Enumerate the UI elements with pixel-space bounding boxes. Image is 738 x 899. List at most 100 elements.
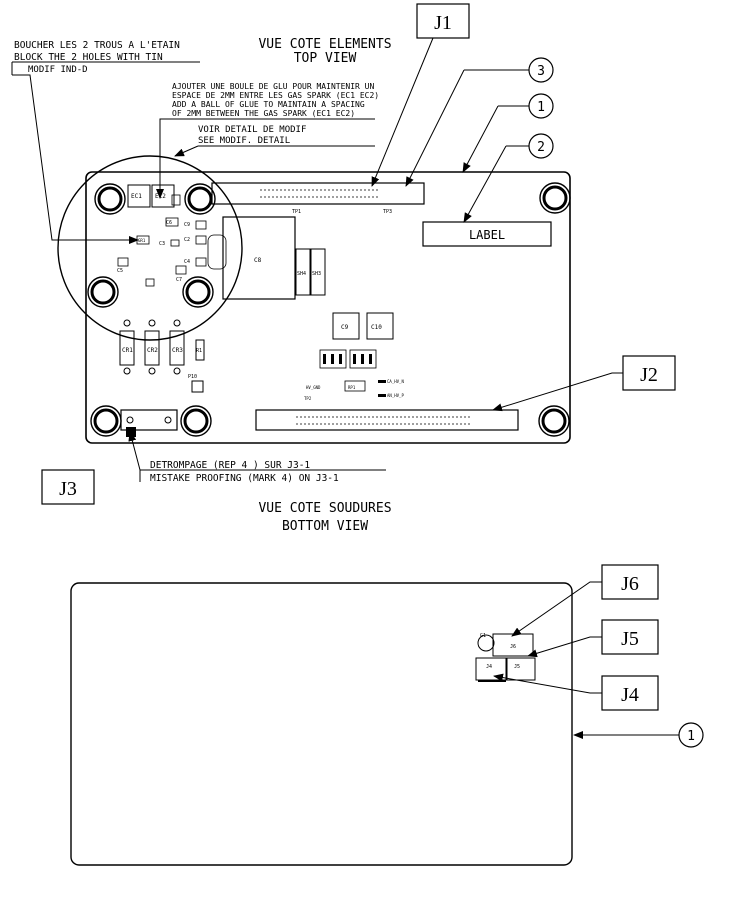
svg-text:1: 1 bbox=[687, 729, 695, 744]
board-label-box bbox=[422, 221, 552, 247]
connector-j1 bbox=[211, 182, 425, 205]
note-holes-en: BLOCK THE 2 HOLES WITH TIN bbox=[14, 52, 163, 63]
note-glue-fr-1: AJOUTER UNE BOULE DE GLU POUR MAINTENIR … bbox=[172, 82, 374, 91]
j5-small-label: J5 bbox=[514, 664, 520, 670]
bottom-view-title-en: BOTTOM VIEW bbox=[282, 519, 368, 534]
callout-j1-leader bbox=[371, 37, 434, 187]
note-mistake-leader bbox=[128, 431, 141, 482]
c2-label: C2 bbox=[184, 237, 190, 243]
callout-j4: J4 bbox=[621, 684, 639, 706]
c10-label: C10 bbox=[371, 324, 382, 331]
c6-label: C6 bbox=[166, 220, 172, 226]
connector-j2 bbox=[255, 409, 519, 431]
balloon-1-top: 1 bbox=[462, 93, 554, 173]
balloon-3: 3 bbox=[405, 57, 554, 187]
small-components bbox=[117, 217, 227, 287]
board-label-text: LABEL bbox=[469, 228, 505, 242]
mounting-hole bbox=[180, 405, 212, 437]
ec2-label: EC2 bbox=[155, 193, 166, 200]
an-hv-p-label: AN_HV_P bbox=[387, 393, 404, 398]
mounting-hole bbox=[539, 182, 571, 214]
callout-j1: J1 bbox=[434, 12, 452, 34]
callout-j3: J3 bbox=[59, 478, 77, 500]
detail-circle bbox=[57, 155, 243, 341]
note-holes-leader bbox=[12, 74, 139, 244]
svg-text:1: 1 bbox=[537, 100, 545, 115]
note-detail-en: SEE MODIF. DETAIL bbox=[198, 136, 290, 146]
c5-label: C5 bbox=[117, 268, 123, 274]
tp2-label: TP2 bbox=[304, 396, 312, 401]
svg-text:3: 3 bbox=[537, 64, 545, 79]
g1-label: G1 bbox=[480, 633, 486, 639]
connector-j3-body bbox=[120, 409, 178, 437]
top-board-outline bbox=[85, 171, 571, 444]
bottom-board-outline bbox=[70, 582, 573, 866]
gr1-label: GR1 bbox=[138, 238, 146, 243]
callout-j3-box bbox=[41, 469, 95, 505]
callout-j1-box bbox=[416, 3, 470, 39]
ca-hv-n-label: CA_HV_N bbox=[387, 379, 404, 384]
note-modif: MODIF IND-D bbox=[28, 65, 88, 75]
svg-text:2: 2 bbox=[537, 140, 545, 155]
callout-j6-leader bbox=[511, 581, 602, 637]
callout-j4-box bbox=[601, 675, 659, 711]
callout-j2: J2 bbox=[640, 364, 658, 386]
callout-j5-box bbox=[601, 619, 659, 655]
ec1-label: EC1 bbox=[131, 193, 142, 200]
callout-j6: J6 bbox=[621, 573, 639, 595]
note-detail-fr: VOIR DETAIL DE MODIF bbox=[198, 125, 306, 135]
hv-gnd-label: HV_GND bbox=[306, 385, 321, 390]
g1-ring bbox=[477, 634, 495, 652]
sh4-label: SH4 bbox=[297, 271, 306, 277]
sh3-label: SH3 bbox=[312, 271, 321, 277]
note-mistake-en: MISTAKE PROOFING (MARK 4) ON J3-1 bbox=[150, 473, 339, 484]
c9-label: C9 bbox=[184, 222, 190, 228]
callout-j2-box bbox=[622, 355, 676, 391]
mounting-holes-top bbox=[87, 182, 571, 437]
mounting-hole bbox=[184, 183, 216, 215]
note-detail-leader bbox=[174, 145, 199, 157]
bottom-view-title-fr: VUE COTE SOUDURES bbox=[258, 501, 391, 516]
note-block-holes: BOUCHER LES 2 TROUS A L'ETAIN BLOCK THE … bbox=[11, 40, 200, 244]
callout-j4-leader bbox=[493, 673, 602, 694]
r1-label: R1 bbox=[196, 348, 202, 354]
cr1-label: CR1 bbox=[122, 347, 133, 354]
tp3-label: TP3 bbox=[383, 209, 392, 215]
note-glue-en-2: OF 2MM BETWEEN THE GAS SPARK (EC1 EC2) bbox=[172, 109, 355, 118]
note-mistake-fr: DETROMPAGE (REP 4 ) SUR J3-1 bbox=[150, 460, 310, 471]
callout-j2-leader bbox=[492, 372, 623, 412]
c8-label: C8 bbox=[254, 257, 262, 264]
c3-label: C3 bbox=[159, 241, 165, 247]
mounting-hole bbox=[538, 405, 570, 437]
balloon-2: 2 bbox=[463, 133, 554, 223]
note-glue-en-1: ADD A BALL OF GLUE TO MAINTAIN A SPACING bbox=[172, 100, 365, 109]
jumper-array bbox=[319, 349, 377, 369]
c4-label: C4 bbox=[184, 259, 190, 265]
note-holes-fr: BOUCHER LES 2 TROUS A L'ETAIN bbox=[14, 40, 180, 51]
rp1-label: RP1 bbox=[348, 385, 356, 390]
top-view-title-fr: VUE COTE ELEMENTS bbox=[258, 37, 391, 52]
callout-j5: J5 bbox=[621, 628, 639, 650]
c9-big-label: C9 bbox=[341, 324, 349, 331]
p10-label: P10 bbox=[188, 374, 197, 380]
cr2-label: CR2 bbox=[147, 347, 158, 354]
mounting-hole bbox=[87, 276, 119, 308]
note-glue-leader bbox=[156, 118, 165, 199]
note-glue-fr-2: ESPACE DE 2MM ENTRE LES GAS SPARK (EC1 E… bbox=[172, 91, 379, 100]
cr3-label: CR3 bbox=[172, 347, 183, 354]
diodes bbox=[119, 319, 205, 375]
c8-component bbox=[222, 216, 296, 300]
connector-j5-body bbox=[506, 657, 536, 681]
j6-small-label: J6 bbox=[510, 644, 516, 650]
mounting-hole bbox=[94, 183, 126, 215]
top-view-title-en: TOP VIEW bbox=[294, 51, 357, 66]
c7-label: C7 bbox=[176, 277, 182, 283]
balloon-1-bottom: 1 bbox=[573, 722, 704, 748]
callout-j5-leader bbox=[527, 636, 602, 658]
tp1-label: TP1 bbox=[292, 209, 301, 215]
note-block-glue: AJOUTER UNE BOULE DE GLU POUR MAINTENIR … bbox=[156, 82, 379, 199]
callout-j6-box bbox=[601, 564, 659, 600]
j4-small-label: J4 bbox=[486, 664, 492, 670]
mounting-hole bbox=[182, 276, 214, 308]
